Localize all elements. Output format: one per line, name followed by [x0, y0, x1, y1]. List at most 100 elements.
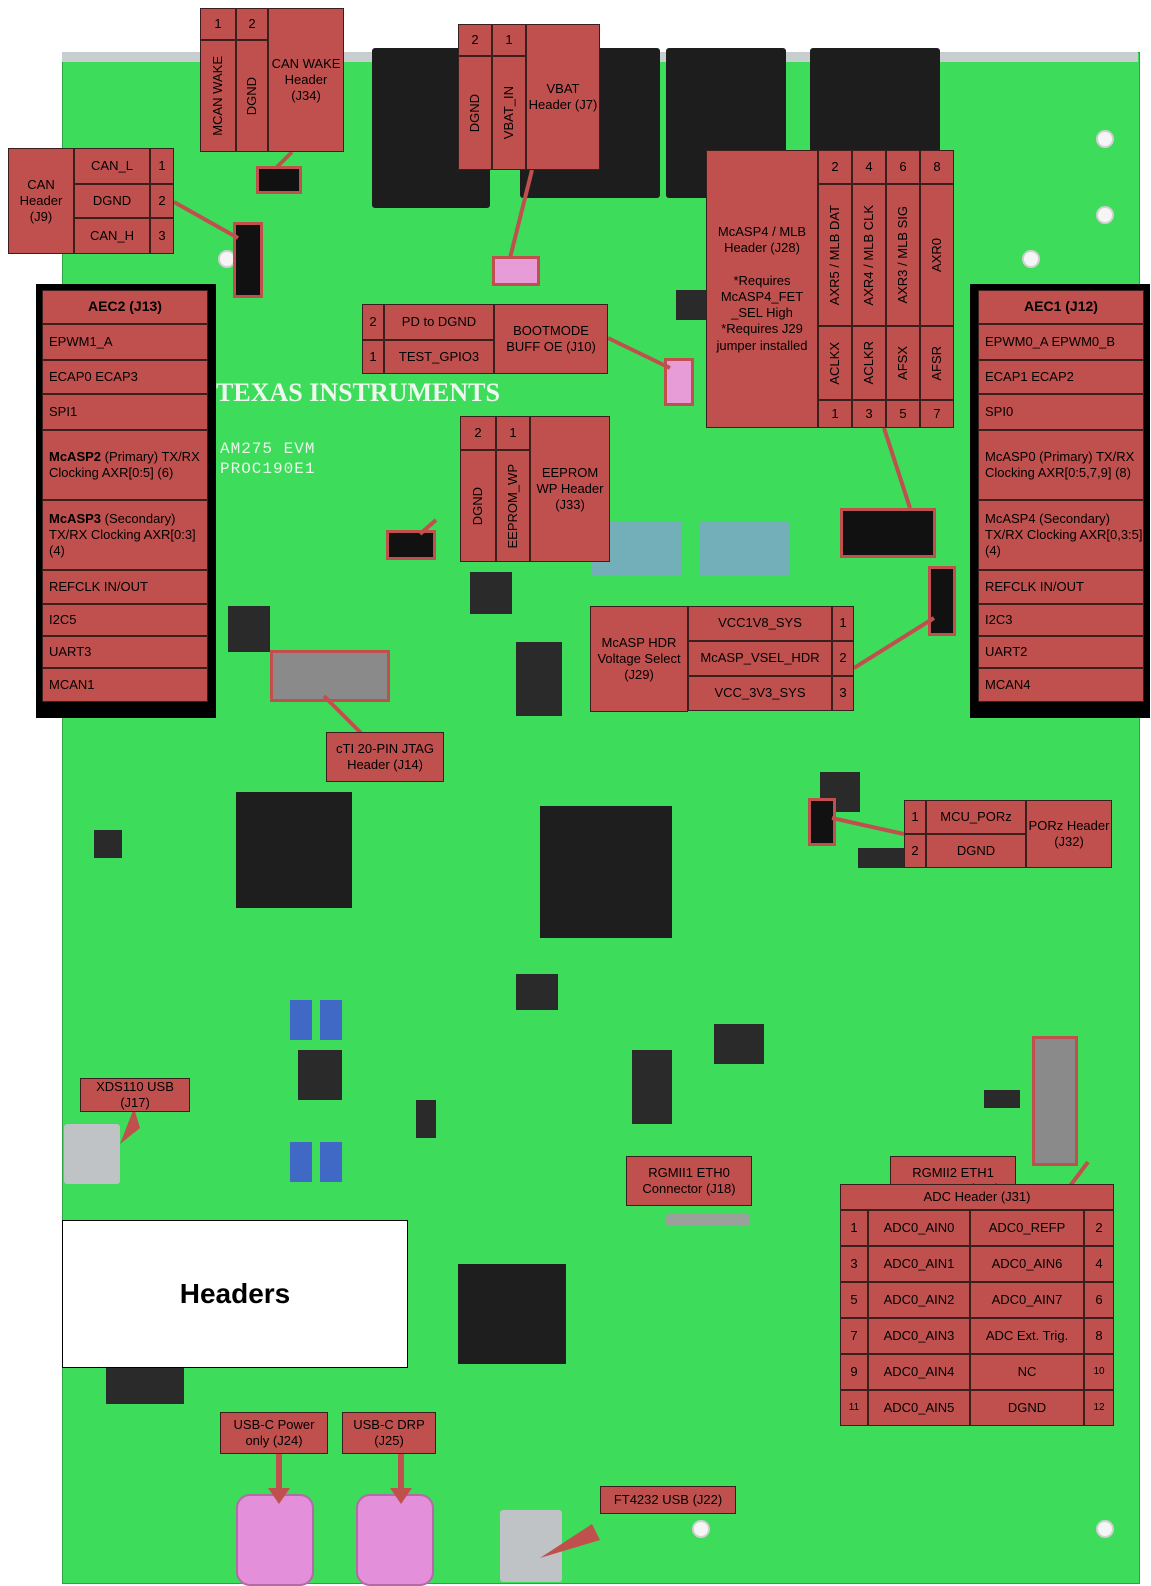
- j10-signal-2: PD to DGND: [384, 304, 494, 340]
- aec2-row: REFCLK IN/OUT: [42, 570, 208, 604]
- aec2-row: EPWM1_A: [42, 324, 208, 360]
- aec2-row: McASP3 (Secondary) TX/RX Clocking AXR[0:…: [42, 500, 208, 570]
- j29-header[interactable]: [928, 566, 956, 636]
- j10-pin-1: 1: [362, 340, 384, 374]
- j14-label: cTI 20-PIN JTAG Header (J14): [326, 732, 444, 782]
- j31-left-signal: ADC0_AIN5: [868, 1390, 970, 1426]
- j28-label-wrap: McASP4 / MLB Header (J28) *Requires McAS…: [711, 224, 813, 354]
- j28-label: McASP4 / MLB Header (J28) *Requires McAS…: [706, 150, 818, 428]
- j32-pin-1: 1: [904, 800, 926, 834]
- j9-signal-1: CAN_L: [74, 148, 150, 184]
- j31-right-pin: 10: [1084, 1354, 1114, 1390]
- eth0-connector: [666, 1214, 750, 1226]
- j31-adc-header[interactable]: [1032, 1036, 1078, 1166]
- j33-signal-wp-text: EEPROM_WP: [504, 463, 520, 549]
- j29-pin: 3: [832, 676, 854, 711]
- j34-signal-1-text: MCAN WAKE: [209, 56, 225, 136]
- j9-pin-1: 1: [150, 148, 174, 184]
- j28-bottom-signal-text: AFSR: [928, 345, 944, 381]
- aec1-row: I2C3: [978, 604, 1144, 636]
- inductor: [320, 1000, 342, 1040]
- ic-chip: [516, 642, 562, 716]
- ic-chip: [632, 1050, 672, 1124]
- inductor: [290, 1000, 312, 1040]
- j17-label: XDS110 USB (J17): [80, 1078, 190, 1112]
- j32-pin-2: 2: [904, 834, 926, 868]
- soc-chip: [540, 806, 672, 938]
- j31-left-pin: 9: [840, 1354, 868, 1390]
- j28-note: *Requires McASP4_FET _SEL High *Requires…: [716, 272, 808, 353]
- j7-signal-vbat: VBAT_IN: [492, 56, 526, 170]
- ic-chip: [94, 830, 122, 858]
- j32-header[interactable]: [808, 798, 836, 846]
- j29-signal: VCC_3V3_SYS: [688, 676, 832, 711]
- j9-header[interactable]: [233, 222, 263, 298]
- aec1-row: McASP0 (Primary) TX/RX Clocking AXR[0:5,…: [978, 430, 1144, 500]
- page-title: Headers: [62, 1220, 408, 1368]
- j34-label: CAN WAKE Header (J34): [268, 8, 344, 152]
- j31-right-signal: NC: [970, 1354, 1084, 1390]
- ic-chip: [416, 1100, 436, 1138]
- j28-top-pin: 4: [852, 150, 886, 184]
- j28-bottom-pin: 1: [818, 400, 852, 428]
- j32-signal-2: DGND: [926, 834, 1026, 868]
- j31-right-pin: 4: [1084, 1246, 1114, 1282]
- ic-chip: [470, 572, 512, 614]
- j28-top-signal: AXR3 / MLB SIG: [886, 184, 920, 326]
- j24-label: USB-C Power only (J24): [220, 1412, 328, 1454]
- j9-label: CAN Header (J9): [8, 148, 74, 254]
- j7-label: VBAT Header (J7): [526, 24, 600, 170]
- aec1-row: ECAP1 ECAP2: [978, 360, 1144, 394]
- j33-header[interactable]: [386, 530, 436, 560]
- usbc-power-connector: [236, 1494, 314, 1586]
- connector-pad: [700, 522, 790, 576]
- j32-signal-1: MCU_PORz: [926, 800, 1026, 834]
- aec2-row: McASP2 (Primary) TX/RX Clocking AXR[0:5]…: [42, 430, 208, 500]
- j34-signal-1: MCAN WAKE: [200, 40, 236, 152]
- aec2-row-bold: McASP2: [49, 448, 102, 464]
- j28-title: McASP4 / MLB Header (J28): [717, 224, 807, 256]
- j28-top-signal-text: AXR5 / MLB DAT: [826, 204, 842, 306]
- j31-left-pin: 1: [840, 1210, 868, 1246]
- j31-right-signal: DGND: [970, 1390, 1084, 1426]
- j31-right-pin: 6: [1084, 1282, 1114, 1318]
- j28-header[interactable]: [840, 508, 936, 558]
- j28-top-pin: 6: [886, 150, 920, 184]
- j10-label: BOOTMODE BUFF OE (J10): [494, 304, 608, 374]
- j28-bottom-pin: 5: [886, 400, 920, 428]
- j9-signal-2: DGND: [74, 184, 150, 218]
- j31-right-pin: 12: [1084, 1390, 1114, 1426]
- j28-top-signal-text: AXR0: [928, 238, 944, 272]
- j7-signal-dgnd: DGND: [458, 56, 492, 170]
- j31-right-pin: 8: [1084, 1318, 1114, 1354]
- board-model-silk: AM275 EVM: [220, 440, 316, 458]
- j28-bottom-signal: AFSX: [886, 326, 920, 400]
- j34-pin-1: 1: [200, 8, 236, 40]
- ic-chip: [106, 1366, 184, 1404]
- j34-pin-2: 2: [236, 8, 268, 40]
- mounting-hole: [1096, 1520, 1114, 1538]
- j34-signal-2-text: DGND: [243, 76, 259, 116]
- j31-right-pin: 2: [1084, 1210, 1114, 1246]
- j10-pin-2: 2: [362, 304, 384, 340]
- j28-bottom-pin: 3: [852, 400, 886, 428]
- aec2-row: UART3: [42, 636, 208, 668]
- mounting-hole: [1022, 250, 1040, 268]
- j7-header[interactable]: [492, 256, 540, 286]
- mounting-hole: [1096, 130, 1114, 148]
- j9-pin-2: 2: [150, 184, 174, 218]
- j31-left-pin: 7: [840, 1318, 868, 1354]
- j31-left-signal: ADC0_AIN3: [868, 1318, 970, 1354]
- j29-pin: 2: [832, 641, 854, 676]
- j31-right-signal: ADC0_AIN7: [970, 1282, 1084, 1318]
- j31-left-signal: ADC0_AIN1: [868, 1246, 970, 1282]
- j28-top-signal: AXR5 / MLB DAT: [818, 184, 852, 326]
- j28-bottom-signal: AFSR: [920, 326, 954, 400]
- aec2-row-bold: McASP3: [49, 510, 102, 526]
- aec2-row: I2C5: [42, 604, 208, 636]
- j31-left-pin: 5: [840, 1282, 868, 1318]
- ic-chip: [298, 1050, 342, 1100]
- ic-chip: [516, 974, 558, 1010]
- aec1-row: SPI0: [978, 394, 1144, 430]
- usb-bridge-chip: [458, 1264, 566, 1364]
